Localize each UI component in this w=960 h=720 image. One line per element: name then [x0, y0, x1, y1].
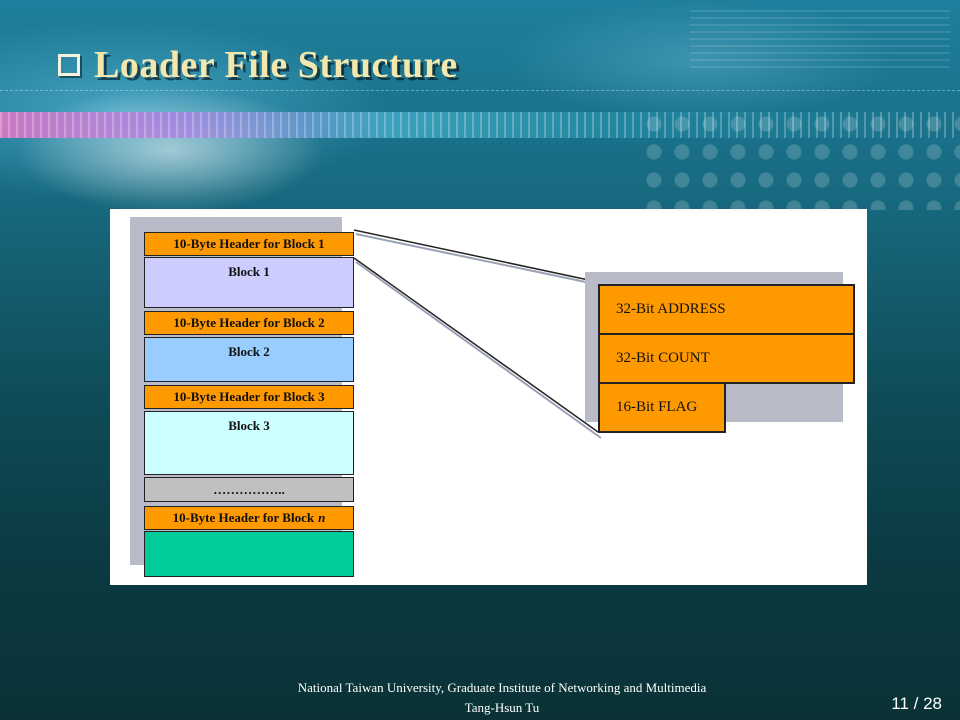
background-decor-lines — [690, 10, 950, 70]
page-current: 11 — [891, 694, 909, 713]
page-number: 11 / 28 — [891, 694, 942, 714]
block-3: Block 3 — [144, 411, 354, 475]
header-block-n-text: 10-Byte Header for Block — [172, 510, 315, 525]
background-dots — [640, 110, 960, 210]
header-block-3: 10-Byte Header for Block 3 — [144, 385, 354, 409]
field-count: 32-Bit COUNT — [598, 333, 855, 384]
field-address: 32-Bit ADDRESS — [598, 284, 855, 335]
title-divider — [0, 90, 960, 91]
ellipsis-row: …………….. — [144, 477, 354, 502]
header-block-1: 10-Byte Header for Block 1 — [144, 232, 354, 256]
block-2: Block 2 — [144, 337, 354, 382]
page-total: 28 — [923, 694, 942, 713]
checkbox-bullet-icon — [58, 54, 80, 76]
header-block-2: 10-Byte Header for Block 2 — [144, 311, 354, 335]
field-flag: 16-Bit FLAG — [598, 382, 726, 433]
background-stripe — [0, 112, 960, 138]
block-1: Block 1 — [144, 257, 354, 308]
slide-title-text: Loader File Structure — [94, 44, 458, 86]
footer-institution: National Taiwan University, Graduate Ins… — [297, 680, 707, 695]
header-block-n-variable: n — [318, 510, 326, 525]
footer-author: Tang-Hsun Tu — [464, 700, 540, 715]
slide-title: Loader File Structure — [58, 40, 458, 90]
page-separator: / — [908, 694, 924, 713]
block-n — [144, 531, 354, 577]
slide-footer: National Taiwan University, Graduate Ins… — [202, 678, 802, 718]
